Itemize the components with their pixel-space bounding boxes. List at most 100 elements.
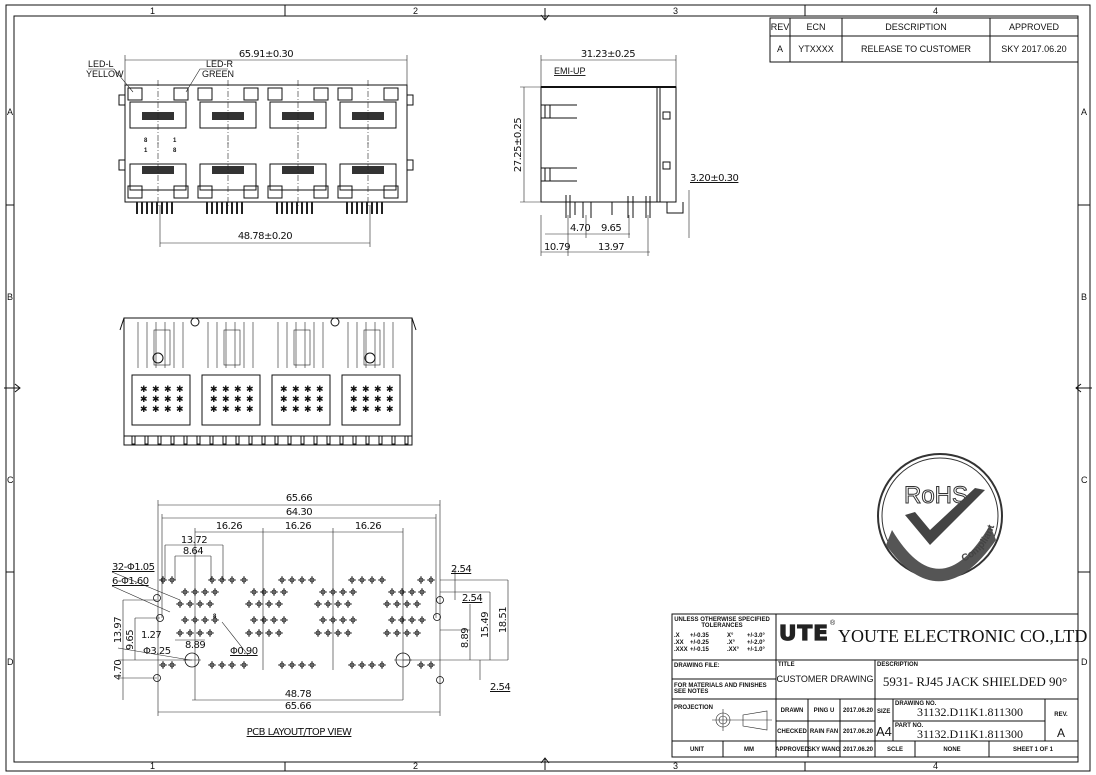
drawing-number: 31132.D11K1.811300 — [917, 705, 1023, 719]
magnetics-module — [341, 374, 401, 426]
pin-hole — [417, 576, 425, 584]
hole-cross — [228, 576, 236, 584]
drawing-no-label: DRAWING NO. — [895, 701, 937, 707]
component-mark: ✱ — [350, 384, 358, 394]
pin — [206, 202, 208, 214]
pin-hole — [196, 629, 204, 637]
pin-hole — [181, 616, 189, 624]
hole-cross — [314, 629, 322, 637]
emi-up-label: EMI-UP — [554, 66, 586, 76]
bottom-pin — [365, 435, 370, 445]
pin-hole — [393, 600, 401, 608]
pin — [291, 202, 293, 214]
hole-cross — [388, 616, 396, 624]
hole-cross — [245, 600, 253, 608]
bottom-pin — [391, 435, 396, 445]
hole-cross — [176, 600, 184, 608]
zone-col-2: 2 — [413, 6, 418, 16]
bottom-pin — [300, 435, 305, 445]
component-mark: ✱ — [304, 384, 312, 394]
right-dim-2-54-top: 2.54 — [451, 564, 471, 575]
tolerance-cell: +/-2.0° — [747, 640, 766, 646]
hole-cross — [413, 629, 421, 637]
pin-hole — [417, 661, 425, 669]
pin — [171, 202, 173, 214]
led-window — [267, 87, 283, 101]
description-header: DESCRIPTION — [885, 22, 947, 32]
tolerance-cell: X° — [727, 633, 734, 639]
title-label: TITLE — [778, 662, 795, 668]
part-no-label: PART NO. — [895, 723, 924, 729]
pin-hole — [280, 616, 288, 624]
pin-hole — [324, 600, 332, 608]
pin-hole — [245, 629, 253, 637]
led-window — [197, 185, 213, 199]
component-mark: ✱ — [374, 384, 382, 394]
hole-cross — [418, 616, 426, 624]
description-label: DESCRIPTION — [877, 662, 918, 668]
side-height-dim: 27.25±0.25 — [513, 118, 524, 172]
component-mark: ✱ — [164, 394, 172, 404]
hole-cross — [186, 600, 194, 608]
bottom-pin — [404, 435, 409, 445]
pcb-dim-8-89: 8.89 — [185, 640, 205, 651]
led-window — [383, 185, 399, 199]
pin-hole — [186, 629, 194, 637]
pin-hole — [344, 600, 352, 608]
hole-cross — [280, 616, 288, 624]
pin — [381, 202, 383, 214]
hole-cross — [191, 616, 199, 624]
hole-cross — [417, 661, 425, 669]
component-mark: ✱ — [386, 384, 394, 394]
pin-hole — [176, 600, 184, 608]
pin-hole — [168, 576, 176, 584]
checked-label: CHECKED — [777, 729, 807, 735]
mounting-hole — [153, 594, 161, 602]
right-dim-18-51: 18.51 — [498, 607, 509, 633]
drawing-title: CUSTOMER DRAWING — [776, 674, 873, 684]
pin-hole — [208, 576, 216, 584]
bottom-pin — [261, 435, 266, 445]
side-dim-10-79: 10.79 — [544, 242, 570, 253]
hole-cross — [398, 588, 406, 596]
bottom-pin — [339, 435, 344, 445]
hole-cross — [270, 588, 278, 596]
hole-cross — [265, 629, 273, 637]
ecn-header: ECN — [806, 22, 825, 32]
approved-date: 2017.06.20 — [843, 747, 874, 753]
component-mark: ✱ — [152, 384, 160, 394]
component-mark: ✱ — [292, 394, 300, 404]
pin-hole — [218, 576, 226, 584]
pcb-layout-title: PCB LAYOUT/TOP VIEW — [247, 727, 352, 738]
bottom-body — [123, 317, 413, 446]
component-mark: ✱ — [292, 404, 300, 414]
approved-value: SKY 2017.06.20 — [1001, 44, 1066, 54]
component-mark: ✱ — [140, 394, 148, 404]
pin — [226, 202, 228, 214]
pin-hole — [206, 629, 214, 637]
hole-cross — [348, 661, 356, 669]
approved-label: APPROVED — [775, 747, 809, 753]
hole-cross — [168, 576, 176, 584]
hole-cross — [393, 629, 401, 637]
pin-hole — [275, 629, 283, 637]
shield-slot — [153, 329, 171, 366]
pin — [296, 202, 298, 214]
pin-hole — [176, 629, 184, 637]
component-mark: ✱ — [176, 384, 184, 394]
tolerance-cell: .XX — [674, 640, 684, 646]
hole-cross — [349, 616, 357, 624]
pin-hole — [349, 588, 357, 596]
pin-hole — [408, 588, 416, 596]
component-mark: ✱ — [316, 384, 324, 394]
pin-hole — [348, 576, 356, 584]
led-left-label: LED-L — [88, 59, 114, 69]
front-view: 65.91±0.30 LED-L YELLOW LED-R GREEN 8 1 … — [86, 49, 414, 247]
pin-hole — [208, 661, 216, 669]
pin-hole — [270, 588, 278, 596]
side-dim-4-70: 4.70 — [570, 223, 590, 234]
hole-cross — [408, 588, 416, 596]
pin — [361, 202, 363, 214]
led-window — [173, 87, 189, 101]
